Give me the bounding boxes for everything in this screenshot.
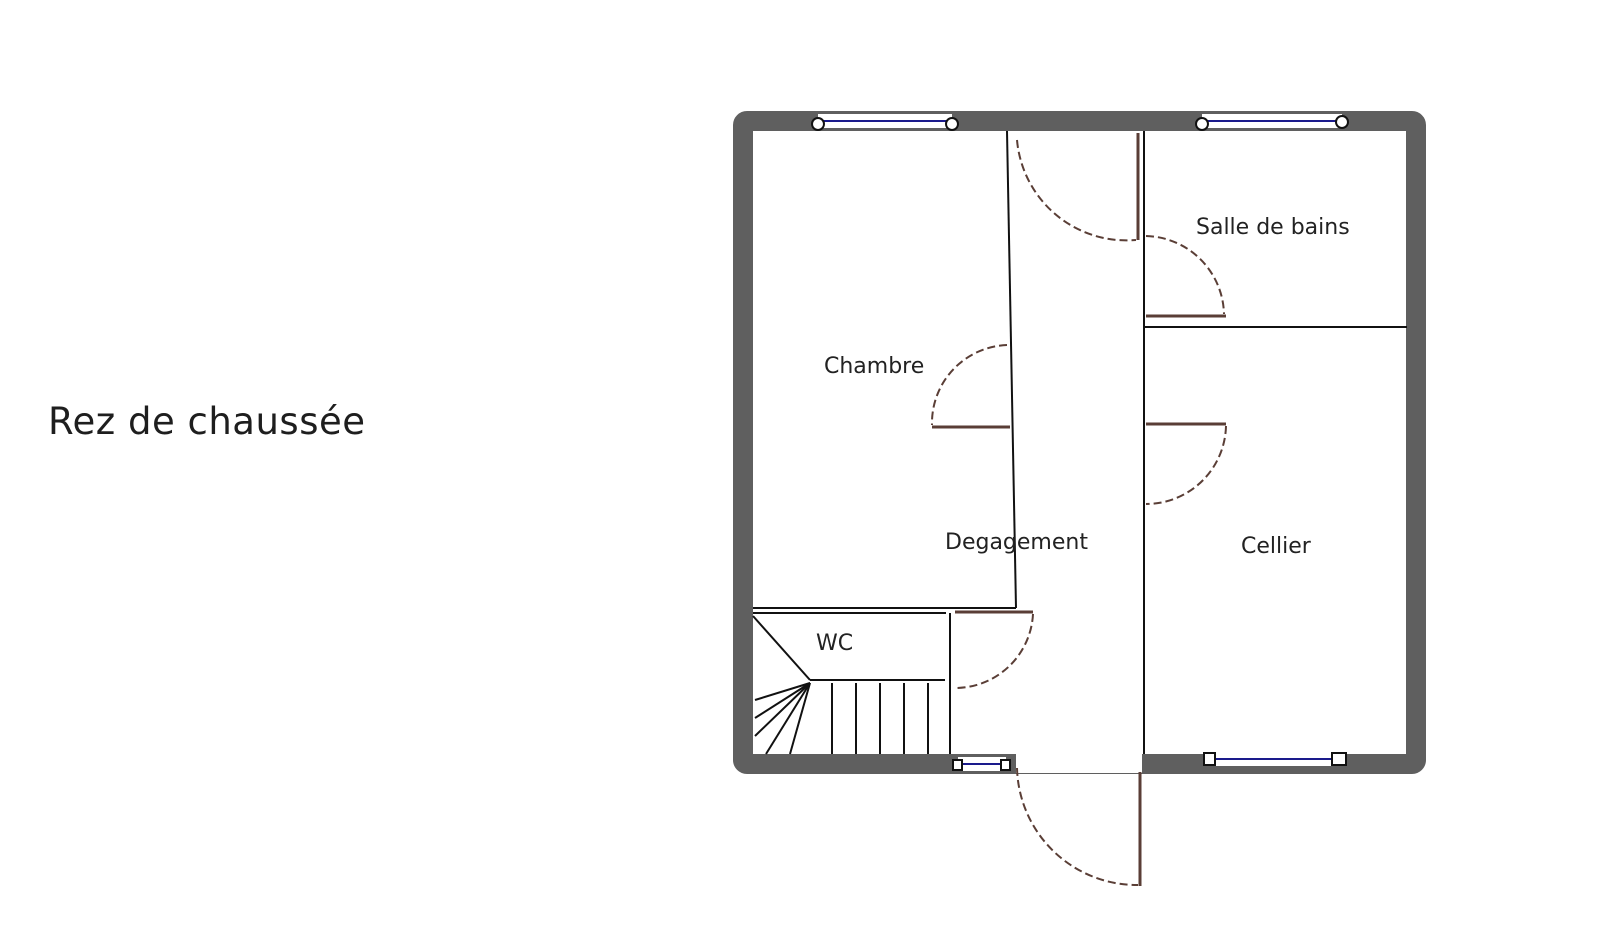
room-label-chambre: Chambre (824, 354, 924, 379)
floor-title: Rez de chaussée (48, 400, 366, 443)
room-label-degagement: Degagement (945, 530, 1088, 555)
window-top-left (811, 114, 959, 131)
door-salle-de-bains (1145, 235, 1226, 318)
door-chambre (930, 344, 1010, 429)
room-label-cellier: Cellier (1241, 534, 1312, 559)
door-cellier (1145, 422, 1227, 505)
door-wc (954, 610, 1034, 690)
staircase (752, 615, 945, 755)
door-degagement-top (1016, 139, 1137, 242)
room-label-salle-de-bains: Salle de bains (1196, 215, 1350, 240)
entrance-opening (1016, 753, 1142, 773)
room-label-wc: WC (816, 631, 853, 656)
interior-walls (753, 130, 1407, 754)
window-bottom-entry (952, 757, 1011, 771)
door-entrance (1016, 767, 1142, 887)
window-bottom-right (1203, 752, 1347, 766)
window-top-right (1195, 114, 1349, 131)
